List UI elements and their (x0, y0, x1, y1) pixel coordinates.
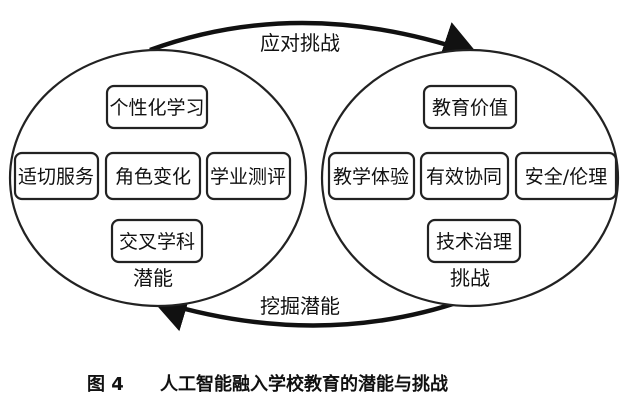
potential-label: 潜能 (133, 266, 173, 290)
node-safety-ethics-label: 安全/伦理 (525, 166, 607, 188)
node-technology-governance (426, 218, 522, 264)
top-arrow-label: 应对挑战 (260, 31, 340, 55)
node-effective-collaboration-label: 有效协同 (426, 166, 502, 188)
node-teaching-experience (327, 151, 416, 201)
bottom-arc-arrow (151, 288, 466, 332)
node-personalized-learning (105, 84, 209, 130)
node-educational-value (422, 84, 518, 130)
node-academic-assessment (205, 151, 292, 201)
node-technology-governance-label: 技术治理 (436, 231, 512, 253)
node-effective-collaboration (419, 151, 510, 201)
node-teaching-experience-label: 教学体验 (333, 166, 409, 188)
node-interdisciplinary (110, 218, 204, 264)
node-interdisciplinary-label: 交叉学科 (119, 231, 195, 253)
challenge-group: 教育价值 教学体验 有效协同 安全/伦理 技术治理 挑战 (320, 48, 620, 308)
top-arc-arrow (149, 20, 479, 65)
potential-group: 个性化学习 适切服务 角色变化 学业测评 交叉学科 潜能 (8, 48, 308, 308)
node-educational-value-label: 教育价值 (432, 97, 508, 119)
node-academic-assessment-label: 学业测评 (210, 166, 286, 188)
node-safety-ethics (514, 151, 618, 201)
bottom-arrow-label: 挖掘潜能 (260, 294, 340, 318)
node-role-change-label: 角色变化 (115, 166, 191, 188)
figure-number: 图 4 (87, 374, 124, 395)
node-adaptive-service (13, 151, 100, 201)
node-adaptive-service-label: 适切服务 (18, 166, 94, 188)
challenge-label: 挑战 (450, 266, 490, 290)
node-role-change (104, 151, 202, 201)
node-personalized-learning-label: 个性化学习 (109, 97, 204, 119)
figure-caption: 人工智能融入学校教育的潜能与挑战 (160, 373, 448, 395)
